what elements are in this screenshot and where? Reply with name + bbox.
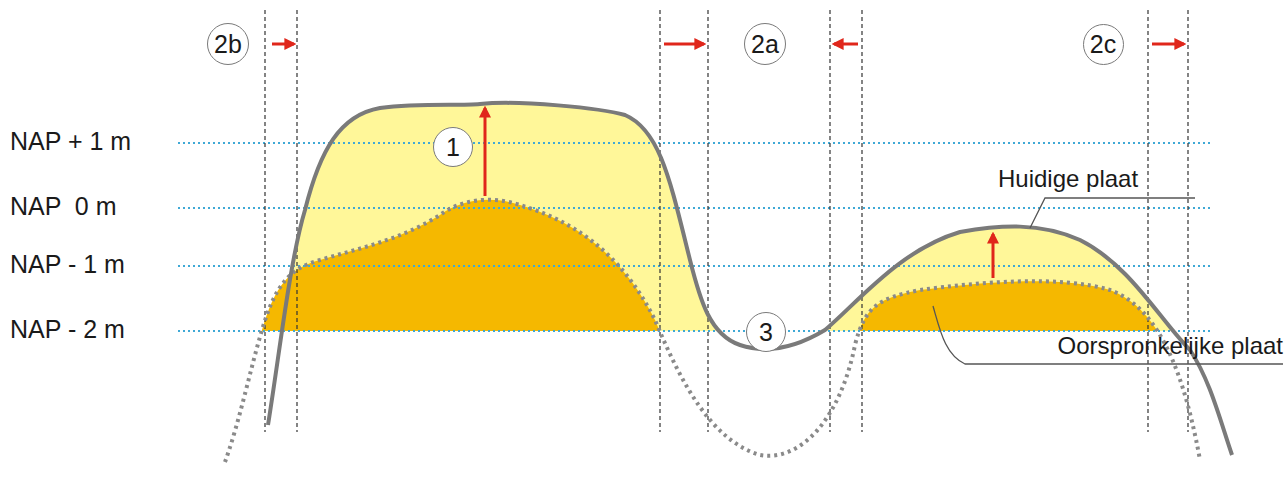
red-arrows [272, 44, 1184, 278]
original-profile [225, 200, 1200, 462]
callout-number: 2b [214, 32, 242, 57]
bar-label: Oorspronkelijke plaat [1058, 332, 1283, 360]
current-profile [268, 103, 1232, 455]
level-label: NAP - 2 m [10, 315, 125, 344]
callout-circle: 2b [207, 23, 249, 65]
callout-number: 2c [1090, 32, 1116, 57]
callout-number: 2a [751, 32, 779, 57]
callout-number: 3 [759, 320, 773, 345]
level-lines [178, 143, 1212, 331]
callout-circle: 2a [744, 23, 786, 65]
level-label: NAP 0 m [10, 192, 117, 221]
callout-number: 1 [446, 135, 460, 160]
callout-circle: 1 [433, 127, 473, 167]
boundary-lines [265, 10, 1188, 432]
level-label: NAP - 1 m [10, 250, 125, 279]
bar-label: Huidige plaat [998, 165, 1138, 193]
callout-circle: 3 [746, 312, 786, 352]
level-label: NAP + 1 m [10, 127, 131, 156]
leader-lines [933, 198, 1283, 364]
callout-circle: 2c [1083, 24, 1124, 65]
